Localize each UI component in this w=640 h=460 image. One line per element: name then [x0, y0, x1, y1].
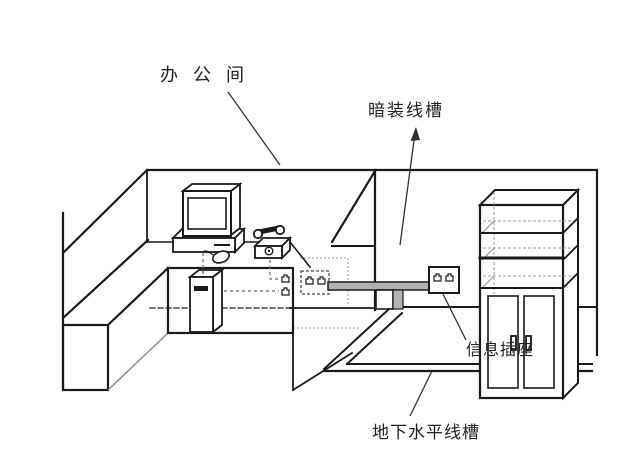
leader-concealed-trunking	[399, 132, 416, 246]
label-concealed-trunking: 暗装线槽	[368, 101, 444, 120]
concealed-wiring-trough	[327, 281, 433, 291]
bookshelf-cabinet-icon	[477, 187, 581, 401]
cabinet-door-right	[523, 295, 555, 389]
tower-drive-slot	[194, 286, 208, 291]
label-office-room: 办 公 间	[160, 65, 250, 85]
plug-icon	[281, 287, 290, 296]
label-underground-horizontal-trunking: 地下水平线槽	[372, 423, 480, 442]
right-partition-top	[330, 169, 377, 244]
desk-return-end-panel	[61, 323, 110, 392]
computer-case	[172, 237, 236, 253]
left-partition-bottom	[61, 238, 150, 320]
leader-arrowhead	[410, 127, 420, 141]
left-partition-top	[61, 168, 149, 255]
label-leader-lines	[227, 91, 467, 417]
cabinet-door-left	[487, 295, 519, 389]
desktop-computer-icon	[170, 182, 247, 255]
leader-information-outlet	[442, 293, 467, 341]
mouse-icon	[202, 250, 231, 264]
plug-icon	[317, 276, 326, 285]
door-handle	[510, 335, 517, 351]
leader-underground-trunking	[409, 370, 433, 417]
concealed-outlet-box	[300, 270, 330, 295]
room-walls	[61, 168, 599, 392]
pc-tower-icon	[187, 268, 225, 334]
phone-dial	[264, 246, 274, 256]
desk-front	[166, 266, 295, 335]
door-handle	[525, 335, 532, 351]
equipment-cables	[202, 253, 290, 296]
information-outlet-box	[428, 266, 460, 294]
vertical-duct	[375, 289, 404, 310]
monitor-screen	[187, 197, 227, 230]
plug-icon	[305, 276, 314, 285]
label-information-outlet: 信息插座	[466, 342, 535, 359]
telephone-icon	[252, 224, 293, 261]
plug-icon	[281, 274, 290, 283]
leader-office-room	[227, 91, 281, 166]
